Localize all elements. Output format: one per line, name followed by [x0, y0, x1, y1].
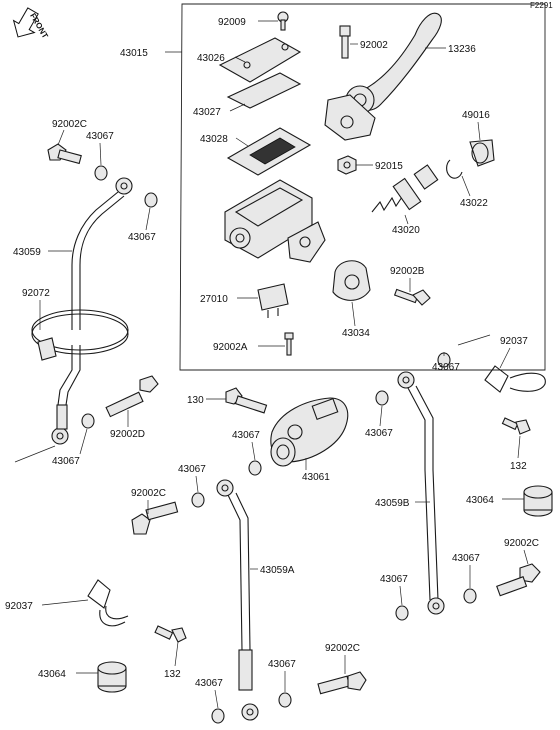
master-cylinder-body — [224, 179, 326, 263]
label-43026: 43026 — [197, 53, 225, 64]
label-43022: 43022 — [460, 198, 488, 209]
bolt-92002b — [393, 288, 431, 306]
cylinder-43061 — [270, 397, 349, 467]
label-43028: 43028 — [200, 134, 228, 145]
switch-27010 — [257, 283, 289, 318]
label-43059a: 43059A — [260, 565, 295, 576]
brake-hose-43059a — [216, 479, 259, 721]
label-92002c-c: 92002C — [504, 538, 539, 549]
label-92002c-a: 92002C — [52, 119, 87, 130]
washer-43067-c — [81, 413, 95, 429]
label-43067-a: 43067 — [86, 131, 114, 142]
washer-43067-a — [94, 165, 108, 181]
grommet-43064-a — [523, 485, 553, 517]
label-43067-d: 43067 — [232, 430, 260, 441]
lever-pivot — [324, 85, 376, 141]
washer-43067-j — [278, 692, 292, 708]
label-43067-h: 43067 — [452, 553, 480, 564]
washer-43067-i — [395, 605, 409, 621]
label-49016: 49016 — [462, 110, 490, 121]
front-arrow-icon — [12, 7, 39, 38]
grommet-43064-b — [97, 661, 127, 693]
bolt-92002-top — [339, 25, 351, 59]
label-92002a: 92002A — [213, 342, 248, 353]
label-132-b: 132 — [164, 669, 181, 680]
piston-set-43020 — [371, 164, 439, 213]
bolt-132-b — [154, 625, 187, 643]
dust-boot-49016 — [469, 139, 495, 167]
label-92009: 92009 — [218, 17, 246, 28]
washer-43067-b — [144, 192, 158, 208]
bolt-92002d — [105, 375, 159, 418]
label-92002: 92002 — [360, 40, 388, 51]
reservoir-cap-43026 — [218, 37, 302, 83]
label-43064-b: 43064 — [38, 669, 66, 680]
clamp-band-92072 — [31, 309, 129, 361]
label-43061: 43061 — [302, 472, 330, 483]
label-92037-a: 92037 — [500, 336, 528, 347]
bolt-132-a — [501, 417, 531, 435]
figure-code: F2291 — [530, 1, 553, 10]
bracket-92037-b — [87, 579, 129, 627]
label-43034: 43034 — [342, 328, 370, 339]
washer-43067-h — [463, 588, 477, 604]
label-43020: 43020 — [392, 225, 420, 236]
label-43067-k: 43067 — [195, 678, 223, 689]
washer-43067-e — [191, 492, 205, 508]
label-92037-b: 92037 — [5, 601, 33, 612]
label-43027: 43027 — [193, 107, 221, 118]
label-43067-b: 43067 — [128, 232, 156, 243]
washer-43067-k — [211, 708, 225, 724]
banjo-bolt-92002c-d — [317, 671, 367, 695]
brake-hose-43059b — [397, 371, 445, 615]
label-43067-j: 43067 — [268, 659, 296, 670]
diaphragm-43028 — [226, 127, 312, 176]
label-13236: 13236 — [448, 44, 476, 55]
label-43067-c: 43067 — [52, 456, 80, 467]
label-92002c-b: 92002C — [131, 488, 166, 499]
label-92002d: 92002D — [110, 429, 145, 440]
washer-43067-d — [248, 460, 262, 476]
label-43067-f: 43067 — [365, 428, 393, 439]
label-92015: 92015 — [375, 161, 403, 172]
banjo-bolt-92002c-a — [47, 143, 82, 165]
label-43067-g: 43067 — [432, 362, 460, 373]
banjo-bolt-92002c-b — [131, 501, 179, 535]
banjo-bolt-92002c-c — [496, 563, 541, 597]
bolt-130 — [225, 387, 268, 414]
label-130: 130 — [187, 395, 204, 406]
label-43067-e: 43067 — [178, 464, 206, 475]
label-92002b: 92002B — [390, 266, 425, 277]
label-92002c-d: 92002C — [325, 643, 360, 654]
washer-43067-f — [375, 390, 389, 406]
label-43059: 43059 — [13, 247, 41, 258]
label-43015: 43015 — [120, 48, 148, 59]
label-27010: 27010 — [200, 294, 228, 305]
brake-lever-13236 — [351, 12, 442, 111]
label-43059b: 43059B — [375, 498, 410, 509]
label-132-a: 132 — [510, 461, 527, 472]
nut-92015 — [337, 155, 357, 175]
screw-92002a — [284, 332, 294, 356]
circlip-43022 — [446, 159, 463, 179]
label-92072: 92072 — [22, 288, 50, 299]
label-43067-i: 43067 — [380, 574, 408, 585]
bracket-92037-a — [484, 365, 546, 393]
master-cylinder-frame — [179, 3, 546, 371]
label-43064-a: 43064 — [466, 495, 494, 506]
screw-92009 — [277, 11, 289, 31]
clamp-43034 — [332, 260, 371, 301]
plate-43027 — [226, 72, 302, 109]
brake-hose-43059 — [51, 177, 133, 445]
